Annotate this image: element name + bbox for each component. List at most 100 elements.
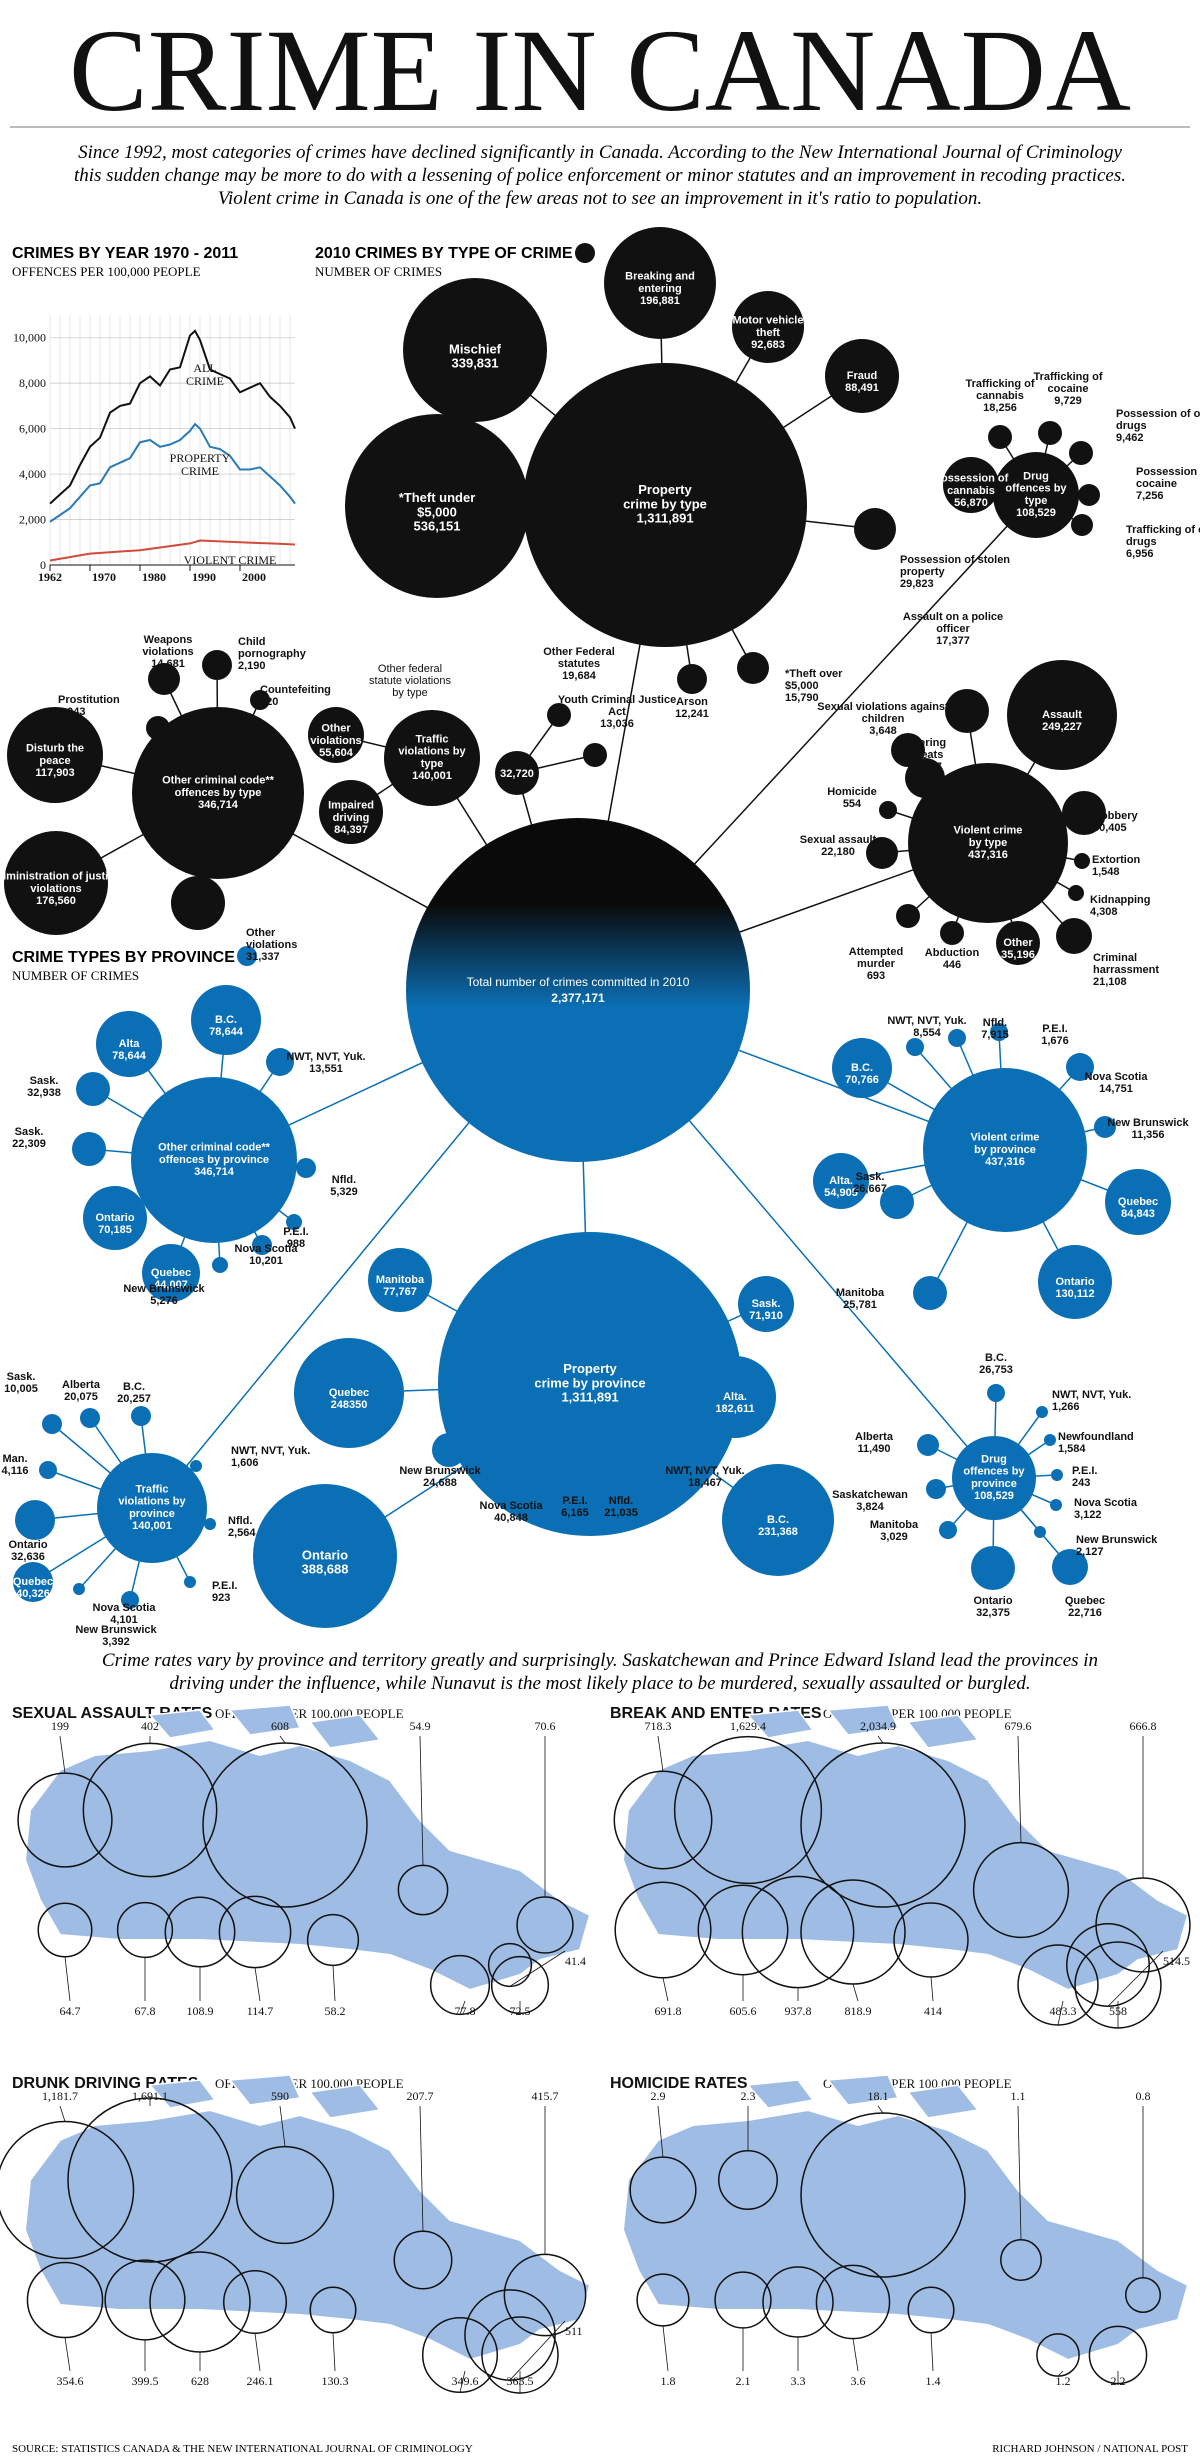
by-type-subtitle: NUMBER OF CRIMES [315,264,442,279]
bubble-alberta [80,1408,100,1428]
rate-label: 58.2 [325,2004,346,2018]
bubble-p-e-i [286,1214,302,1230]
rate-leader [459,2370,466,2393]
arctic-island [826,2074,900,2106]
arctic-island [906,1714,980,1749]
bubble-nfld [296,1158,316,1178]
bubble-label-alta: Alta.54,905 [824,1175,858,1199]
bubble-label-man: Man.4,116 [2,1453,29,1477]
bubble-sask [880,1185,914,1219]
bubble-assault-on-a-police-officer [945,689,989,733]
canada-shape [23,2108,592,2362]
x-tick-label: 1980 [142,570,166,584]
bubble-abduction [940,921,964,945]
total-label: Total number of crimes committed in 2010 [467,975,690,989]
by-year-subtitle: OFFENCES PER 100,000 PEOPLE [12,264,201,279]
rate-label: 718.3 [645,1719,672,1733]
hub-traffic-violations-by-province [97,1453,207,1563]
y-tick-label: 4,000 [19,467,46,481]
bubble-manitoba [913,1276,947,1310]
bubble-administration-of-justice-violations [4,831,108,935]
bubble-p-e-i [184,1576,196,1588]
rate-leader [1057,2370,1064,2377]
bubble-nwt-nvt-yuk [266,1048,294,1076]
bubble-theft-over-5-000 [737,652,769,684]
bubble-new-brunswick [1034,1526,1046,1538]
rate-leader [1107,1950,1164,2007]
rate-label: 2.2 [1111,2374,1126,2388]
rate-label: 72.5 [510,2004,531,2018]
rate-circle [800,1879,906,1985]
rate-label: 2.3 [741,2089,756,2103]
map-intro-line-1: Crime rates vary by province and territo… [102,1650,1098,1671]
map-title: HOMICIDE RATES [610,2075,748,2092]
bubble-motor-vehicle-theft [732,291,804,363]
rate-label: 399.5 [132,2374,159,2388]
rate-label: 1.2 [1056,2374,1071,2388]
bubble-label-nfld: Nfld.21,035 [604,1495,638,1519]
bubble-label-nwt-nvt-yuk: NWT, NVT, Yuk.1,606 [231,1445,310,1469]
bubble-newfoundland [1044,1434,1056,1446]
arctic-island [826,1704,900,1736]
bubble-p-e-i [1051,1469,1063,1481]
bubble-other-violations [308,707,364,763]
rate-label: 64.7 [60,2004,81,2018]
bubble-trafficking-of-cocaine [1038,421,1062,445]
bubble-quebec [13,1562,53,1602]
bubble-label-nfld: Nfld.5,329 [330,1174,358,1198]
canada-shape [621,1738,1190,1992]
rate-leader [459,2000,466,2015]
hub-drug-offences-by-type [993,452,1079,538]
bubble-label-possession-of-other-drugs: Possession of otherdrugs9,462 [1116,408,1200,444]
bubble-label-sask: Sask.32,938 [27,1075,61,1099]
bubble-kidnapping [1068,885,1084,901]
rate-label: 3.6 [851,2374,866,2388]
bubble-new-brunswick [212,1257,228,1273]
rate-label: 3.3 [791,2374,806,2388]
intro-line-3: Violent crime in Canada is one of the fe… [218,188,982,209]
rate-label: 41.4 [565,1954,586,1968]
bubble-alta [694,1356,776,1438]
y-tick-label: 8,000 [19,376,46,390]
y-tick-label: 0 [40,558,46,572]
rate-label: 108.9 [187,2004,214,2018]
hub-value-federal: 32,720 [500,768,534,780]
rate-label: 130.3 [322,2374,349,2388]
rate-label: 1.1 [1011,2089,1026,2103]
arctic-island [308,1714,382,1749]
rate-label: 77.8 [455,2004,476,2018]
rate-label: 818.9 [845,2004,872,2018]
rate-leader [852,1983,859,2002]
bubble-countefeiting [250,690,270,710]
bubble-nova-scotia [1066,1053,1094,1081]
by-province-title: CRIME TYPES BY PROVINCE [12,949,235,966]
rate-circle [218,1895,292,1969]
